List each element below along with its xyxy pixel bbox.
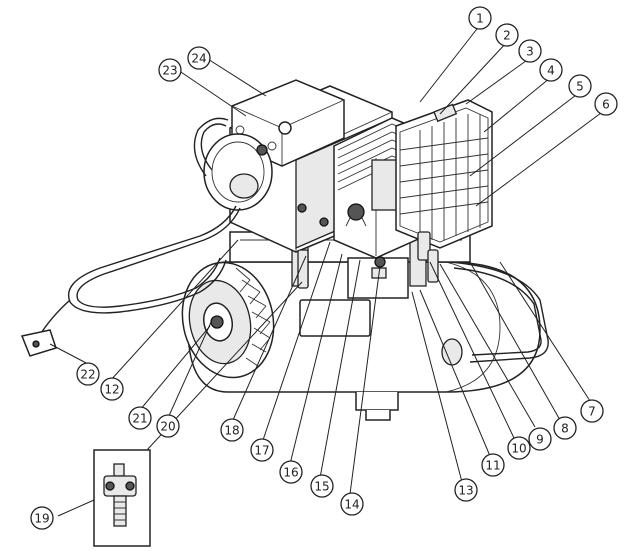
callout-number: 23	[162, 64, 177, 78]
pressure-gauge	[193, 117, 273, 211]
cylinder-head	[371, 159, 399, 211]
wheel	[181, 261, 275, 379]
callout-number: 20	[160, 420, 175, 434]
callout-circle	[528, 427, 552, 451]
callout-22: 22	[76, 362, 100, 386]
callout-10: 10	[507, 436, 531, 460]
callout-20: 20	[156, 414, 180, 438]
wheel-hub	[210, 315, 224, 329]
callout-number: 17	[254, 444, 269, 458]
callout-number: 10	[511, 442, 526, 456]
callout-number: 15	[314, 480, 329, 494]
callout-number: 11	[485, 459, 500, 473]
callout-circle	[156, 414, 180, 438]
callout-11: 11	[481, 453, 505, 477]
intake-filter	[347, 203, 365, 221]
callout-19: 19	[30, 506, 54, 530]
callout-2: 2	[495, 23, 519, 47]
callout-number: 22	[80, 368, 95, 382]
callout-number: 2	[503, 29, 511, 43]
drain-port	[441, 338, 463, 366]
callout-17: 17	[250, 438, 274, 462]
callout-circle	[507, 436, 531, 460]
callout-4: 4	[539, 58, 563, 82]
nameplate	[433, 103, 458, 123]
tank-label-plate	[299, 299, 371, 337]
callout-23: 23	[158, 58, 182, 82]
callout-number: 3	[526, 45, 534, 59]
switch-knob	[278, 121, 292, 135]
callout-9: 9	[528, 427, 552, 451]
callout-13: 13	[454, 478, 478, 502]
callout-number: 4	[547, 64, 555, 78]
callout-6: 6	[594, 92, 618, 116]
callout-21: 21	[128, 406, 152, 430]
callout-circle	[100, 377, 124, 401]
callout-number: 14	[344, 498, 359, 512]
callout-14: 14	[340, 492, 364, 516]
callout-number: 1	[476, 12, 484, 26]
callout-8: 8	[553, 416, 577, 440]
callout-circle	[539, 58, 563, 82]
callout-circle	[553, 416, 577, 440]
callout-18: 18	[220, 418, 244, 442]
callout-circle	[340, 492, 364, 516]
callout-number: 24	[191, 52, 206, 66]
power-cord	[20, 205, 241, 357]
callout-15: 15	[310, 474, 334, 498]
leader-lines	[49, 24, 606, 517]
callout-number: 5	[576, 80, 584, 94]
air-tank	[187, 261, 541, 421]
callout-number: 21	[132, 412, 147, 426]
callout-circle	[594, 92, 618, 116]
callout-circle	[279, 460, 303, 484]
callout-circle	[76, 362, 100, 386]
callout-number: 9	[536, 433, 544, 447]
callout-16: 16	[279, 460, 303, 484]
callout-circle	[454, 478, 478, 502]
fan-guard	[395, 99, 493, 249]
callout-number: 18	[224, 424, 239, 438]
callout-circle	[495, 23, 519, 47]
callout-circle	[310, 474, 334, 498]
callout-1: 1	[468, 6, 492, 30]
carry-handle	[449, 261, 549, 363]
callout-circle	[481, 453, 505, 477]
callout-5: 5	[568, 74, 592, 98]
callout-number: 13	[458, 484, 473, 498]
callout-7: 7	[580, 399, 604, 423]
callout-circle	[250, 438, 274, 462]
callout-circle	[187, 46, 211, 70]
callout-circle	[128, 406, 152, 430]
callout-circle	[468, 6, 492, 30]
callout-number: 8	[561, 422, 569, 436]
fittings	[297, 203, 439, 289]
callout-3: 3	[518, 39, 542, 63]
callout-number: 7	[588, 405, 596, 419]
inset-valve-box	[93, 449, 151, 547]
callout-number: 16	[283, 466, 298, 480]
callout-12: 12	[100, 377, 124, 401]
callout-circle	[568, 74, 592, 98]
callout-number: 12	[104, 383, 119, 397]
callout-24: 24	[187, 46, 211, 70]
callout-circle	[158, 58, 182, 82]
callout-number: 6	[602, 98, 610, 112]
callout-number: 19	[34, 512, 49, 526]
callout-circle	[580, 399, 604, 423]
callout-circle	[220, 418, 244, 442]
callout-circle	[518, 39, 542, 63]
callout-circle	[30, 506, 54, 530]
